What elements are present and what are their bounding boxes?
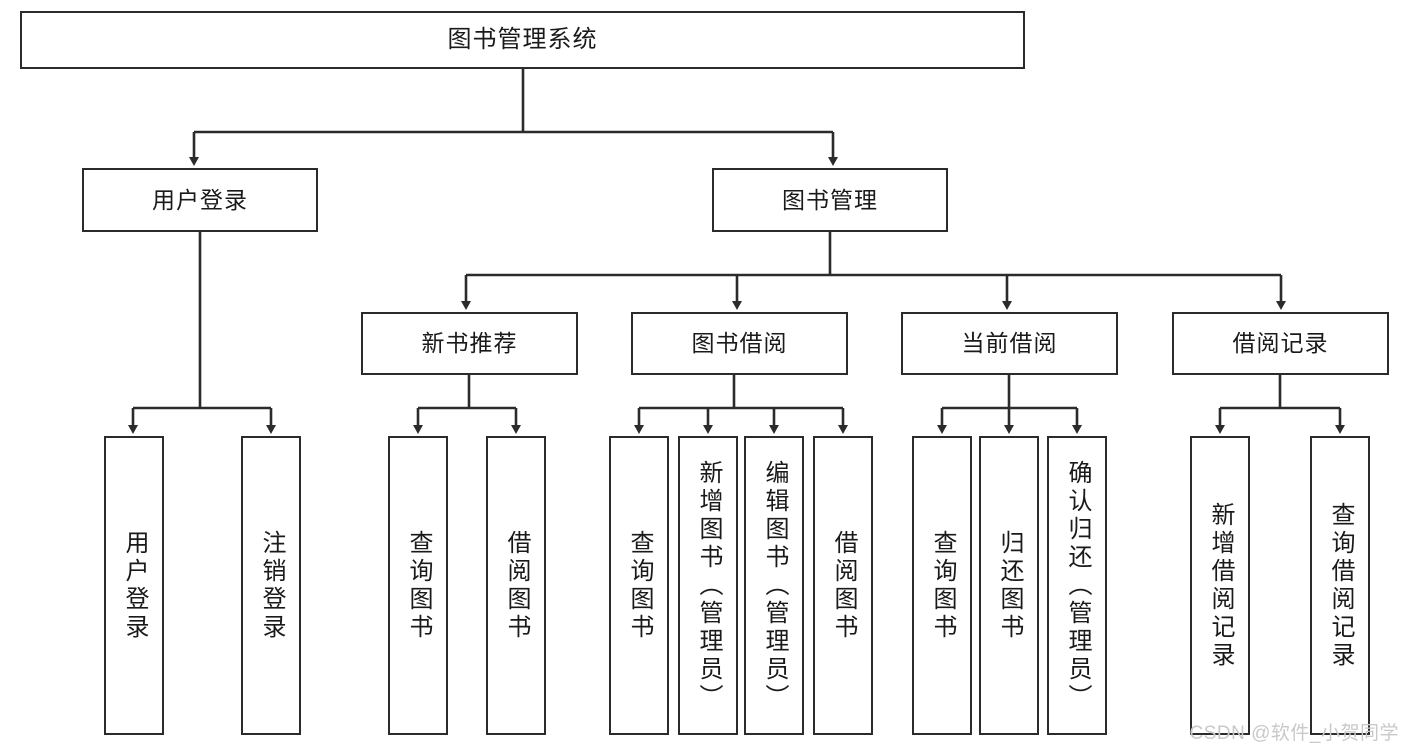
node-root[interactable]: 图书管理系统 — [20, 11, 1025, 69]
watermark: CSDN @软件_小贺同学 — [1189, 723, 1399, 744]
leaf-book-borrow-add[interactable]: 新增图书（管理员） — [678, 436, 738, 735]
node-borrow-record-label: 借阅记录 — [1232, 330, 1329, 357]
leaf-borrow-record-query[interactable]: 查询借阅记录 — [1310, 436, 1370, 735]
node-book-management-label: 图书管理 — [782, 186, 878, 213]
leaf-new-book-borrow[interactable]: 借阅图书 — [486, 436, 546, 735]
node-user-login-label: 用户登录 — [152, 186, 248, 213]
node-new-book-recommend[interactable]: 新书推荐 — [361, 312, 578, 375]
node-current-borrow-label: 当前借阅 — [961, 330, 1058, 357]
leaf-label: 查询图书 — [405, 529, 432, 642]
leaf-label: 查询借阅记录 — [1327, 501, 1354, 670]
leaf-label: 新增图书（管理员） — [695, 459, 722, 712]
node-borrow-record[interactable]: 借阅记录 — [1172, 312, 1389, 375]
leaf-current-borrow-return[interactable]: 归还图书 — [979, 436, 1039, 735]
node-book-borrow-label: 图书借阅 — [691, 330, 788, 357]
leaf-book-borrow-edit[interactable]: 编辑图书（管理员） — [744, 436, 804, 735]
leaf-current-borrow-query[interactable]: 查询图书 — [912, 436, 972, 735]
leaf-label: 借阅图书 — [830, 529, 857, 642]
leaf-current-borrow-confirm-return[interactable]: 确认归还（管理员） — [1047, 436, 1107, 735]
leaf-label: 借阅图书 — [503, 529, 530, 642]
leaf-user-login-login[interactable]: 用户登录 — [104, 436, 164, 735]
leaf-book-borrow-query[interactable]: 查询图书 — [609, 436, 669, 735]
node-root-label: 图书管理系统 — [447, 26, 598, 54]
node-current-borrow[interactable]: 当前借阅 — [901, 312, 1118, 375]
leaf-label: 新增借阅记录 — [1207, 501, 1234, 670]
leaf-label: 确认归还（管理员） — [1064, 459, 1091, 712]
leaf-borrow-record-add[interactable]: 新增借阅记录 — [1190, 436, 1250, 735]
leaf-book-borrow-borrow[interactable]: 借阅图书 — [813, 436, 873, 735]
node-user-login[interactable]: 用户登录 — [82, 168, 318, 232]
node-new-book-recommend-label: 新书推荐 — [421, 330, 518, 357]
node-book-management[interactable]: 图书管理 — [712, 168, 948, 232]
leaf-label: 归还图书 — [996, 529, 1023, 642]
node-book-borrow[interactable]: 图书借阅 — [631, 312, 848, 375]
leaf-label: 注销登录 — [258, 529, 285, 642]
leaf-new-book-query[interactable]: 查询图书 — [388, 436, 448, 735]
leaf-label: 查询图书 — [626, 529, 653, 642]
leaf-label: 编辑图书（管理员） — [761, 459, 788, 712]
leaf-user-login-logout[interactable]: 注销登录 — [241, 436, 301, 735]
leaf-label: 用户登录 — [121, 529, 148, 642]
leaf-label: 查询图书 — [929, 529, 956, 642]
